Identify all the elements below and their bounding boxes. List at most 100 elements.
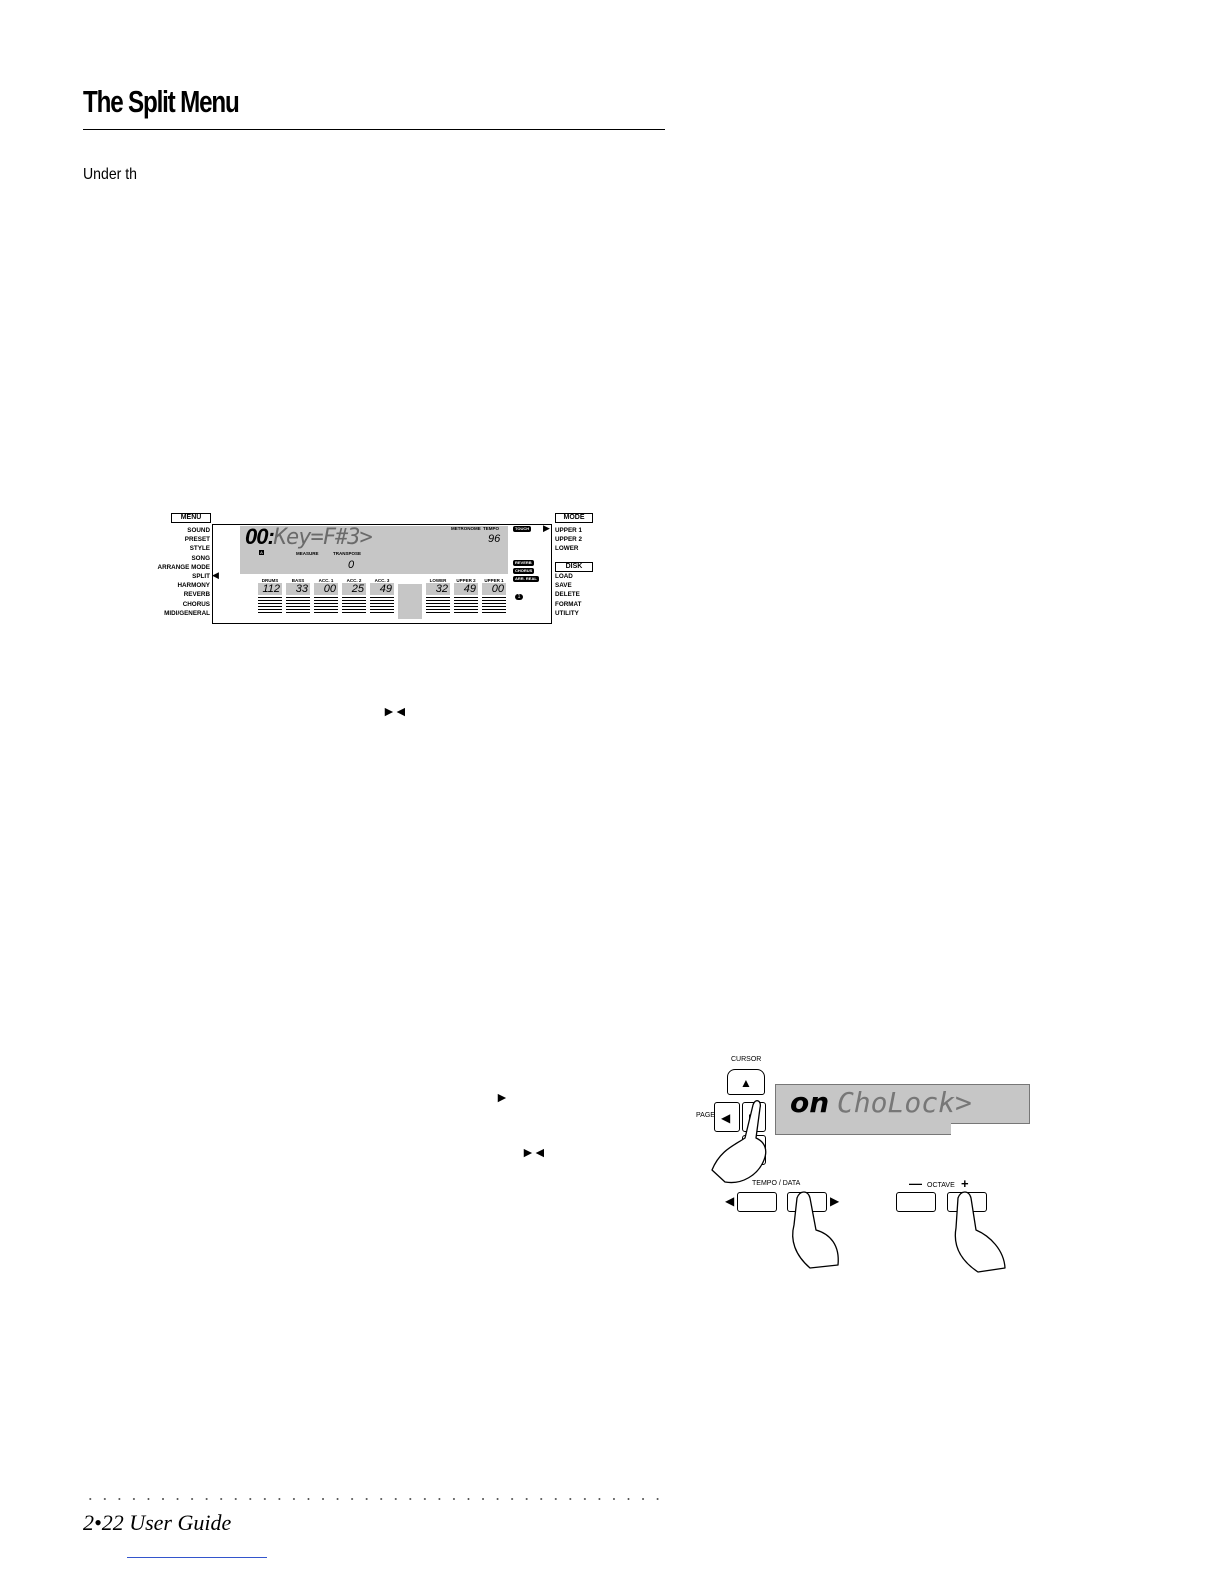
transpose-value: 0: [348, 559, 355, 571]
channel-value: 25: [342, 583, 366, 595]
channel-value: 112: [258, 583, 282, 595]
tempo-label: TEMPO: [483, 526, 500, 531]
panel-lcd-notch: [775, 1122, 951, 1135]
disk-label: DISK: [555, 562, 593, 572]
channel-name: UPPER 2: [456, 578, 476, 583]
control-panel-figure: CURSOR PAGE ▲ ◀ ▶ on ChoLock> TEMPO / DA…: [690, 1050, 1035, 1275]
page-footer: 2•22 User Guide: [83, 1510, 232, 1535]
mode-item: UPPER 2: [555, 536, 582, 544]
channel-value: 00: [482, 583, 506, 595]
cursor-up-button[interactable]: ▲: [727, 1069, 765, 1095]
channel-level-bars: [314, 597, 338, 613]
channel-level-bars: [342, 597, 366, 613]
lcd-main-readout: 00:Key=F#3>: [245, 524, 373, 550]
number-badge: 1: [515, 594, 523, 600]
channel-lower: LOWER 32: [426, 578, 450, 619]
tempo-right-arrow-icon: ▶: [830, 1194, 840, 1208]
lcd-main-left: 00:: [245, 524, 275, 549]
lcd-screen: [240, 526, 508, 574]
lcd-value: on: [790, 1086, 830, 1119]
channel-value: 49: [370, 583, 394, 595]
disk-item: DELETE: [555, 591, 580, 599]
mode-item: UPPER 1: [555, 527, 582, 534]
menu-item: HARMONY: [177, 582, 210, 590]
channel-drums: DRUMS 112: [258, 578, 282, 619]
channel-upper1: UPPER 1 00: [482, 578, 506, 619]
panel-lcd-screen: [775, 1084, 1030, 1124]
chorus-badge: CHORUS: [513, 568, 535, 574]
menu-item: REVERB: [183, 591, 210, 599]
lcd-parameter: ChoLock>: [836, 1086, 972, 1119]
title-rule: [83, 129, 665, 130]
channel-upper2: UPPER 2 49: [454, 578, 478, 619]
octave-minus-button[interactable]: [896, 1192, 936, 1212]
menu-item: SONG: [191, 554, 210, 562]
right-marker-icon: ►: [495, 1089, 509, 1105]
channel-name: UPPER 1: [484, 578, 504, 583]
transpose-label: TRANSPOSE: [333, 551, 362, 556]
disk-item: UTILITY: [555, 609, 579, 617]
channel-value: 49: [454, 583, 478, 595]
menu-pointer-icon: ◀: [212, 570, 219, 580]
channel-name: LOWER: [429, 578, 447, 583]
disk-item: SAVE: [555, 582, 572, 590]
up-arrow-icon: ▲: [740, 1076, 752, 1090]
footer-underline: [127, 1557, 267, 1558]
channel-acc1: ACC. 1 00: [314, 578, 338, 619]
channel-name: ACC. 2: [346, 578, 362, 583]
intro-text: Under th: [83, 166, 138, 183]
tempo-data-label: TEMPO / DATA: [752, 1180, 801, 1187]
disk-item: LOAD: [555, 573, 573, 580]
channel-name: ACC. 3: [374, 578, 390, 583]
channel-name: BASS: [291, 578, 305, 583]
tempo-value: 96: [488, 533, 501, 545]
enter-exit-markers-icon: ►◄: [382, 703, 408, 719]
disk-list: LOAD SAVE DELETE FORMAT UTILITY: [555, 572, 581, 618]
panel-lcd-readout: on ChoLock>: [790, 1086, 972, 1119]
channel-acc2: ACC. 2 25: [342, 578, 366, 619]
channel-level-bars: [482, 597, 506, 613]
octave-plus-icon: +: [961, 1176, 969, 1191]
menu-item: MIDI/GENERAL: [164, 609, 210, 617]
channel-value: 00: [314, 583, 338, 595]
enter-exit-markers-icon: ►◄: [521, 1144, 547, 1160]
touch-badge: TOUCH: [513, 526, 532, 532]
page-title: The Split Menu: [83, 84, 240, 119]
menu-item: STYLE: [189, 545, 210, 553]
menu-item: CHORUS: [182, 600, 210, 608]
reverb-badge: REVERB: [513, 560, 534, 566]
page-label: PAGE: [696, 1112, 715, 1119]
menu-item: ARRANGE MODE: [157, 563, 210, 571]
lcd-main-right: Key=F#3>: [273, 525, 373, 550]
metronome-label: METRONOME: [451, 526, 481, 531]
channel-value: 33: [286, 583, 310, 595]
disk-item: FORMAT: [555, 600, 582, 608]
channel-level-bars: [370, 597, 394, 613]
channel-blank: [398, 584, 422, 619]
cursor-label: CURSOR: [731, 1056, 762, 1063]
left-arrow-icon: ◀: [721, 1111, 731, 1125]
channel-level-bars: [454, 597, 478, 613]
page-left-button[interactable]: ◀: [714, 1102, 740, 1132]
lcd-display-figure: MENU SOUND PRESET STYLE SONG ARRANGE MOD…: [150, 508, 600, 628]
channel-value: 32: [426, 583, 450, 595]
channel-acc3: ACC. 3 49: [370, 578, 394, 619]
tempo-left-arrow-icon: ◀: [725, 1194, 735, 1208]
channel-level-bars: [258, 597, 282, 613]
mode-label: MODE: [555, 513, 593, 523]
menu-item: PRESET: [184, 536, 210, 544]
footer-dotted-rule: [83, 1495, 665, 1503]
channel-bass: BASS 33: [286, 578, 310, 619]
menu-list: SOUND PRESET STYLE SONG ARRANGE MODE SPL…: [150, 526, 210, 618]
mode-pointer-icon: ▶: [543, 523, 550, 533]
octave-label: OCTAVE: [927, 1182, 955, 1189]
channel-level-bars: [286, 597, 310, 613]
arr-real-badge: ARR. REAL: [513, 576, 539, 582]
pressing-hands-illustration: [711, 1100, 1006, 1273]
mode-item: LOWER: [555, 545, 579, 553]
measure-label: MEASURE: [296, 551, 319, 556]
a-badge: A: [259, 550, 264, 555]
channel-name: ACC. 1: [318, 578, 334, 583]
tempo-down-button[interactable]: [737, 1192, 777, 1212]
menu-item: SPLIT: [192, 573, 210, 581]
